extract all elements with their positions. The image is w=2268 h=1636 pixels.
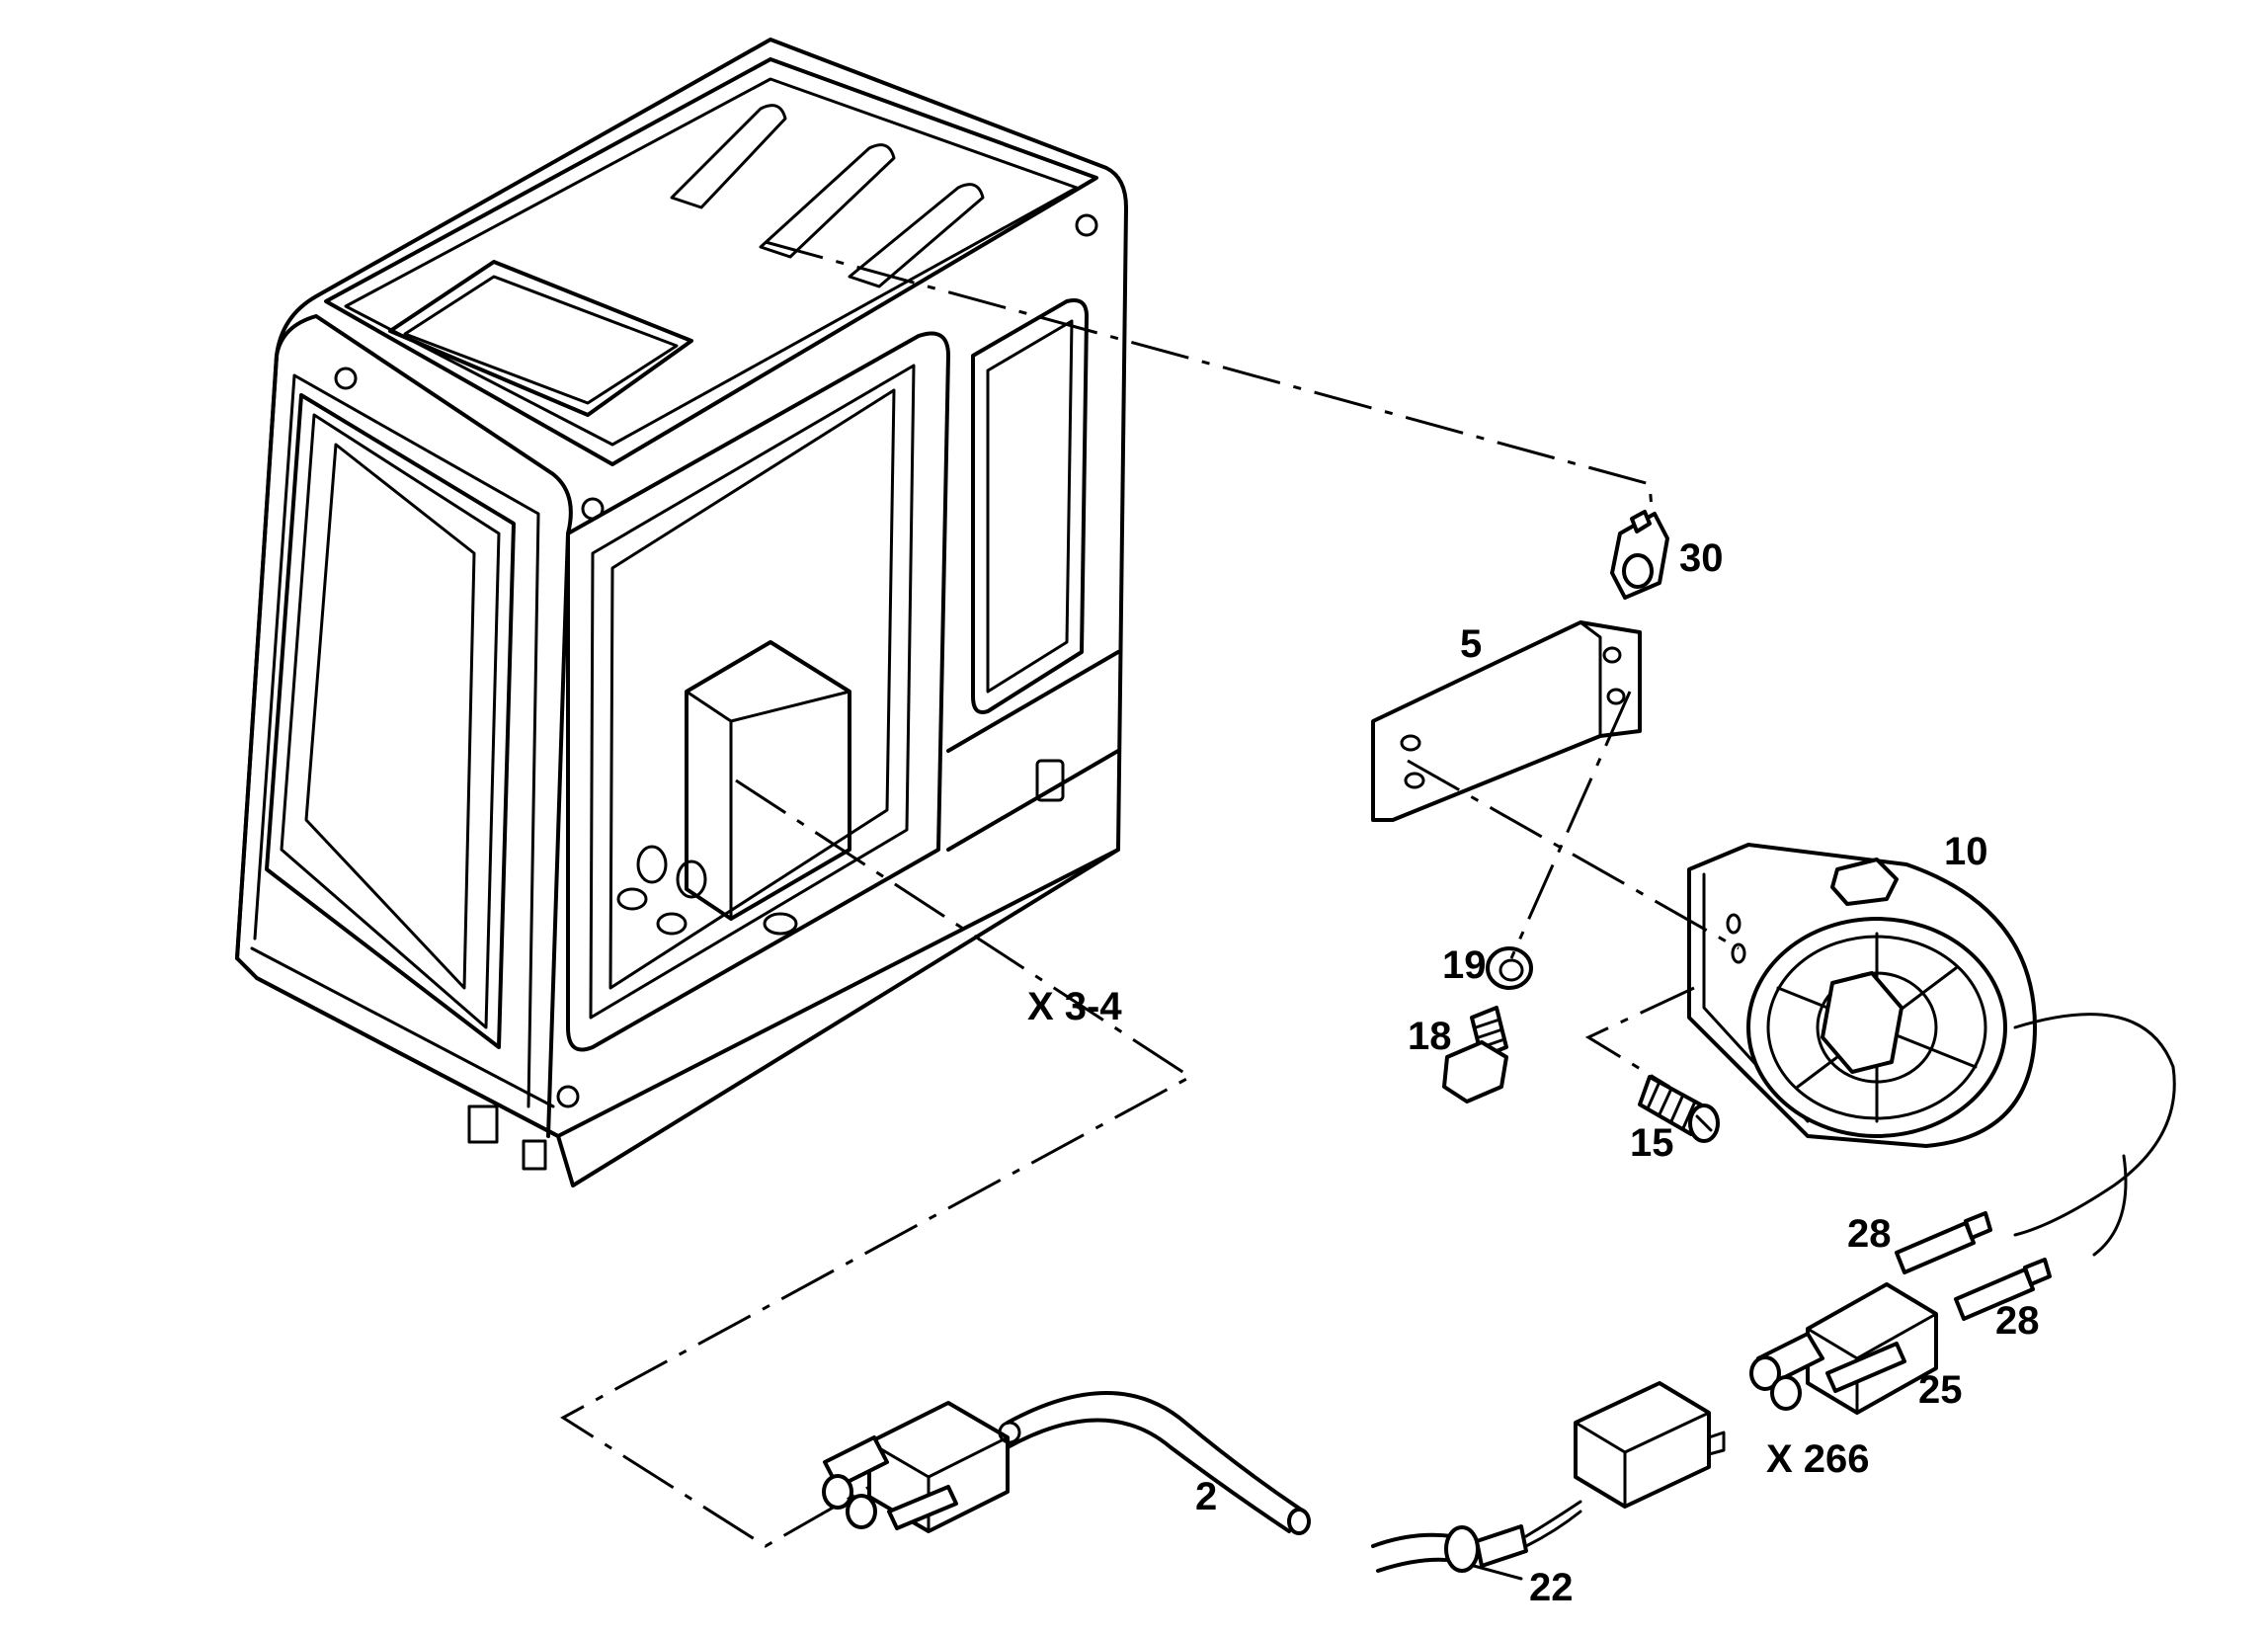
part-30-fitting bbox=[1610, 510, 1669, 600]
callout-labels: 30 5 10 19 18 15 X 3-4 28 28 25 X 266 2 … bbox=[1027, 536, 2040, 1609]
callout-18: 18 bbox=[1408, 1015, 1452, 1058]
leader-22 bbox=[1472, 1564, 1523, 1581]
callout-28-a: 28 bbox=[1847, 1212, 1892, 1256]
callout-10: 10 bbox=[1944, 830, 1988, 873]
callout-30: 30 bbox=[1679, 536, 1724, 580]
callout-15: 15 bbox=[1630, 1121, 1674, 1165]
callout-x266: X 266 bbox=[1766, 1437, 1870, 1481]
callout-25: 25 bbox=[1918, 1368, 1963, 1412]
callout-28-b: 28 bbox=[1995, 1299, 2040, 1343]
part-19-washer bbox=[1486, 946, 1533, 990]
callout-19: 19 bbox=[1442, 943, 1487, 987]
part-25-connector bbox=[1749, 1282, 1938, 1415]
assembly-leader-lines bbox=[560, 240, 1740, 1548]
part-18-bolt bbox=[1442, 1006, 1508, 1104]
callout-2: 2 bbox=[1195, 1475, 1217, 1518]
part-28-pins bbox=[1895, 1211, 2052, 1321]
part-10-beacon bbox=[1687, 843, 2176, 1257]
callout-5: 5 bbox=[1460, 622, 1482, 666]
callout-x3-4: X 3-4 bbox=[1027, 985, 1122, 1028]
part-22-grommet-box bbox=[1444, 1381, 1726, 1573]
part-15-screw bbox=[1638, 1075, 1720, 1143]
part-2-cable-harness bbox=[822, 1391, 1459, 1573]
part-5-bracket bbox=[1371, 620, 1642, 822]
cab-frame bbox=[235, 38, 1128, 1187]
callout-22: 22 bbox=[1529, 1566, 1574, 1609]
